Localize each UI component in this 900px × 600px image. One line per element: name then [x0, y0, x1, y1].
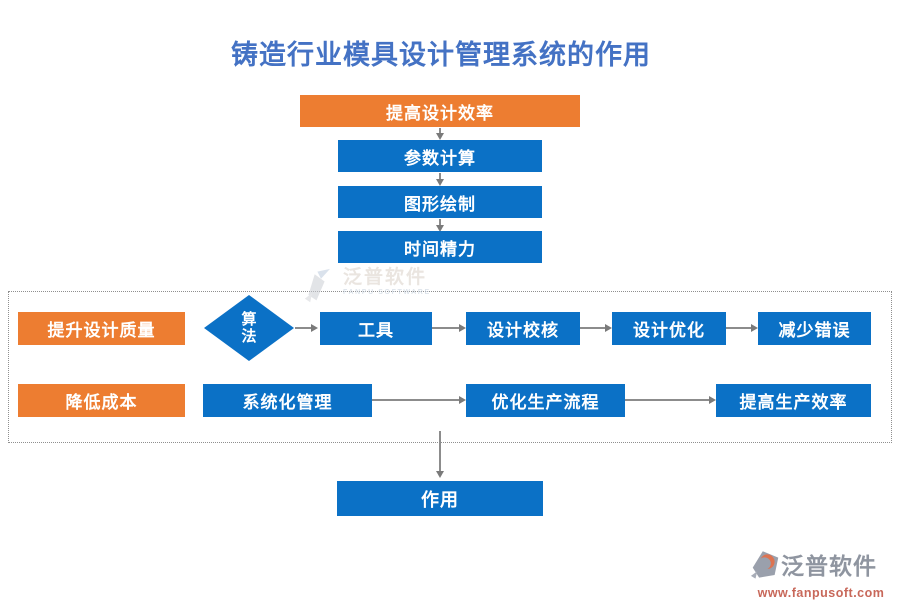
node-design-optimization: 设计优化 [612, 312, 726, 345]
arrow-right-5 [372, 396, 466, 404]
arrow-down-result [436, 431, 444, 478]
node-tool: 工具 [320, 312, 432, 345]
arrow-down-1 [436, 128, 444, 140]
dotted-panel [8, 291, 892, 443]
watermark-footer-url[interactable]: www.fanpusoft.com [757, 586, 885, 600]
node-time-effort: 时间精力 [338, 231, 542, 263]
node-parameter-calculation: 参数计算 [338, 140, 542, 172]
node-improve-design-quality: 提升设计质量 [18, 312, 185, 345]
node-improve-production-efficiency: 提高生产效率 [716, 384, 871, 417]
node-role: 作用 [337, 481, 543, 516]
node-reduce-errors: 减少错误 [758, 312, 871, 345]
node-improve-design-efficiency: 提高设计效率 [300, 95, 580, 127]
node-reduce-cost: 降低成本 [18, 384, 185, 417]
watermark-footer-brand: 泛普软件 [781, 553, 877, 579]
node-design-check: 设计校核 [466, 312, 580, 345]
arrow-right-4 [726, 324, 758, 332]
arrow-down-2 [436, 173, 444, 186]
watermark-footer: 泛普软件 www.fanpusoft.com [750, 548, 892, 600]
node-systematic-management: 系统化管理 [203, 384, 372, 417]
arrow-right-6 [625, 396, 716, 404]
decision-algorithm-label: 算法 [241, 310, 257, 345]
page-title: 铸造行业模具设计管理系统的作用 [231, 40, 651, 70]
arrow-right-2 [432, 324, 466, 332]
fanpu-logo-icon [750, 548, 781, 585]
arrow-right-3 [580, 324, 612, 332]
node-optimize-production-process: 优化生产流程 [466, 384, 625, 417]
node-graphic-drawing: 图形绘制 [338, 186, 542, 218]
arrow-down-3 [436, 219, 444, 232]
arrow-right-1 [295, 324, 318, 332]
watermark-center-brand: 泛普软件 [343, 267, 428, 288]
